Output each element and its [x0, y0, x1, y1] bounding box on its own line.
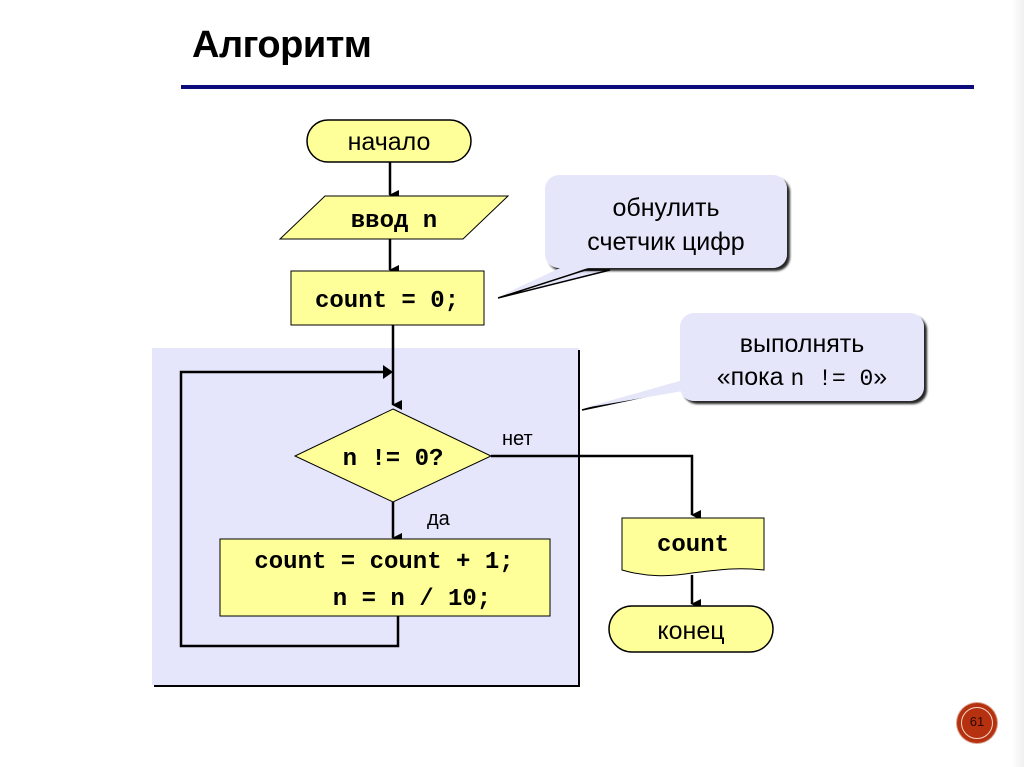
body-line1: count = count + 1;: [254, 549, 513, 576]
loop-back-path: [179, 370, 400, 648]
title-underline: [181, 85, 974, 89]
callout-reset-line2: счетчик цифр: [587, 228, 744, 256]
init-label: count = 0;: [315, 288, 459, 315]
output-document: [621, 517, 765, 577]
page-number-badge: 61: [957, 703, 997, 743]
page-number: 61: [969, 714, 985, 729]
callout-loop-prefix: «пока: [717, 363, 791, 391]
body-process: [219, 538, 551, 617]
branch-yes-label: да: [427, 508, 451, 530]
body-line2: n = n / 10;: [333, 586, 491, 613]
callout-reset-line1: обнулить: [612, 194, 719, 222]
loop-region: [152, 348, 579, 685]
input-label: ввод n: [351, 208, 437, 235]
slide-edge: [1012, 0, 1024, 767]
end-terminator: [608, 605, 774, 653]
callout-loop-line2: «пока n != 0»: [717, 363, 887, 392]
page-badge-ring: [961, 707, 993, 739]
branch-no-label: нет: [502, 428, 533, 450]
callout-loop-code: n != 0: [790, 366, 873, 392]
callout-loop: выполнять «пока n != 0»: [581, 313, 924, 411]
callout-loop-suffix: »: [873, 363, 887, 391]
output-label: count: [657, 532, 729, 559]
no-branch-path: [491, 454, 701, 520]
callout-reset: обнулить счетчик цифр: [497, 175, 787, 299]
start-label: начало: [348, 128, 431, 156]
init-process: [290, 270, 485, 326]
slide-title: Алгоритм: [192, 24, 372, 66]
decision-label: n != 0?: [343, 446, 444, 473]
loop-back-arrowhead: [383, 365, 393, 379]
end-label: конец: [657, 617, 724, 645]
input-parallelogram: [278, 195, 510, 240]
callout-loop-line1: выполнять: [740, 330, 865, 358]
